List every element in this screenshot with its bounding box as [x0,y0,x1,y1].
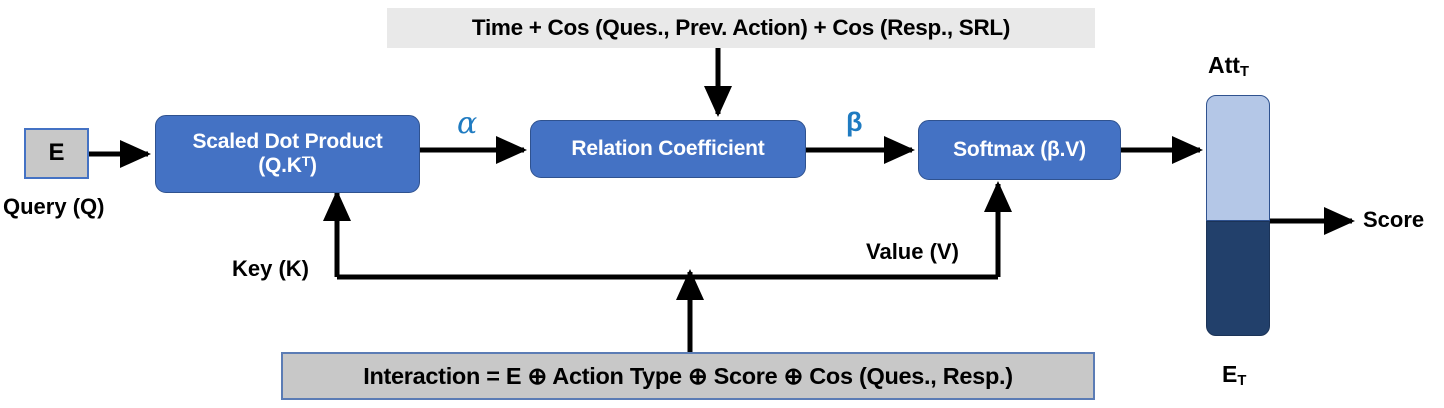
node-scaled-dot-product: Scaled Dot Product (Q.KT) [155,115,420,193]
label-att-t-prefix: Att [1208,52,1240,78]
top-context-label: Time + Cos (Ques., Prev. Action) + Cos (… [471,15,1011,41]
label-score-text: Score [1363,207,1425,232]
embedding-label: E [48,139,65,167]
label-beta: β [846,107,862,138]
label-alpha-text: α [457,106,478,141]
node-embedding: E [24,128,89,179]
label-value-text: Value (V) [866,239,959,264]
label-e-t-prefix: E [1222,361,1238,387]
node-softmax: Softmax (β.V) [918,120,1121,180]
interaction-label: Interaction = E ⊕ Action Type ⊕ Score ⊕ … [363,362,1013,389]
node-relation-coefficient: Relation Coefficient [530,120,806,178]
label-att-t: AttT [1208,52,1249,80]
label-key-text: Key (K) [232,256,310,281]
label-query: Query (Q) [3,194,104,220]
scaled-dot-product-transpose: T [301,153,310,170]
label-e-t-sub: T [1237,373,1247,390]
label-query-text: Query (Q) [3,194,105,219]
label-alpha: α [457,106,477,141]
label-key: Key (K) [232,256,309,282]
node-attention-bar-top [1206,95,1270,221]
relation-coefficient-label: Relation Coefficient [571,137,765,161]
label-value: Value (V) [866,239,959,265]
softmax-label: Softmax (β.V) [953,138,1086,162]
scaled-dot-product-line1: Scaled Dot Product [192,130,383,154]
label-score: Score [1363,207,1424,233]
scaled-dot-product-line2-prefix: (Q.K [258,154,302,177]
scaled-dot-product-line2: (Q.KT) [258,153,317,178]
scaled-dot-product-line2-suffix: ) [310,154,317,177]
node-attention-bar-bottom [1206,221,1270,336]
label-beta-text: β [846,107,863,137]
node-interaction: Interaction = E ⊕ Action Type ⊕ Score ⊕ … [281,352,1095,400]
label-att-t-sub: T [1239,64,1249,81]
label-e-t: ET [1222,361,1246,389]
node-top-context: Time + Cos (Ques., Prev. Action) + Cos (… [387,8,1095,48]
